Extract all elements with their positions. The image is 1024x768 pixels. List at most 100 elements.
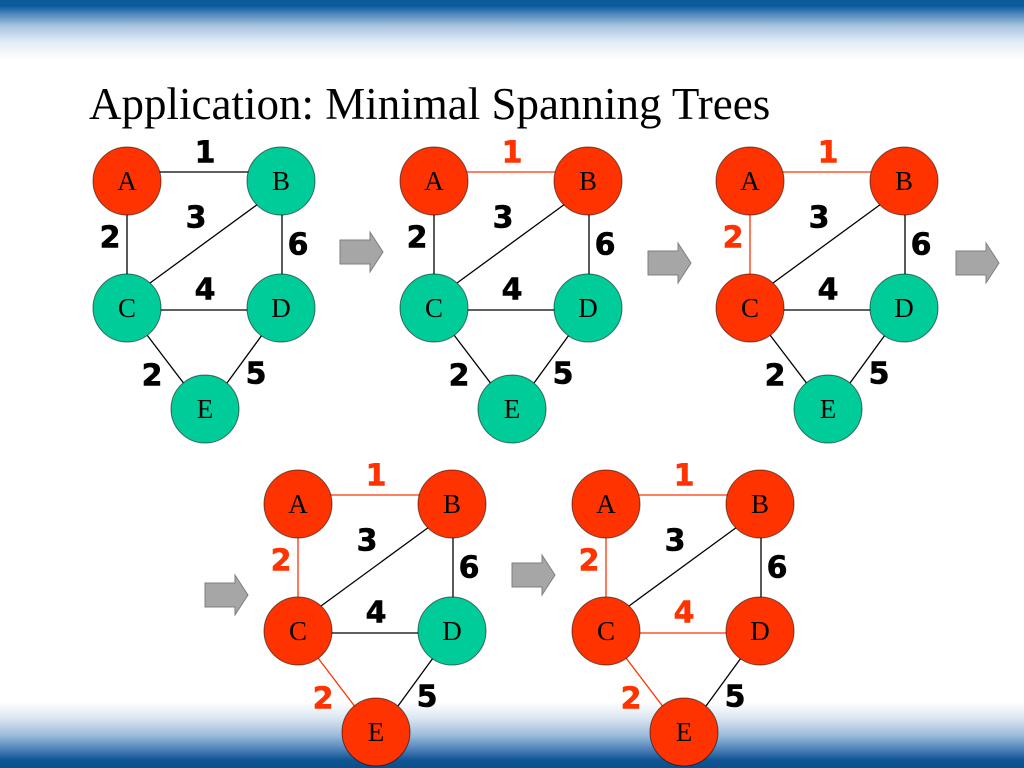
mst-step-4: A B C D E 1 2 3 6 4 2 5: [263, 458, 487, 767]
edge-weight-A-B: 1: [195, 136, 216, 171]
edge-weight-C-B: 3: [809, 201, 830, 236]
edge-weight-C-D: 4: [366, 596, 387, 631]
node-C: C: [263, 596, 333, 666]
node-C: C: [92, 273, 162, 343]
edge-weight-B-D: 6: [595, 228, 616, 263]
edge-weight-D-E: 5: [553, 357, 574, 392]
node-label: C: [118, 293, 136, 323]
node-label: C: [425, 293, 443, 323]
node-circle: [170, 374, 240, 444]
edge-C-E: [317, 657, 357, 709]
edge-weight-B-D: 6: [459, 551, 480, 586]
node-circle: [793, 374, 863, 444]
node-circle: [553, 146, 623, 216]
node-label: A: [424, 166, 444, 196]
node-label: A: [740, 166, 760, 196]
node-A: A: [92, 146, 162, 216]
node-label: C: [289, 616, 307, 646]
edge-D-E: [849, 334, 886, 384]
node-circle: [92, 273, 162, 343]
edge-weight-A-C: 2: [579, 544, 600, 579]
arrow-right-icon: [647, 241, 692, 285]
node-circle: [246, 273, 316, 343]
nodes: A B C DE: [715, 146, 939, 444]
edge-C-E: [146, 334, 186, 386]
edge-weight-A-C: 2: [723, 221, 744, 256]
node-D: D: [869, 273, 939, 343]
nodes: A B C D E: [399, 146, 623, 444]
node-label: B: [272, 166, 290, 196]
node-label: A: [596, 489, 616, 519]
edge-weight-B-D: 6: [288, 228, 309, 263]
edge-weight-C-E: 2: [765, 359, 786, 394]
node-A: A: [263, 469, 333, 539]
node-D: D: [725, 596, 795, 666]
node-circle: [725, 596, 795, 666]
arrow-right-icon: [511, 553, 556, 597]
edge-weight-D-E: 5: [869, 357, 890, 392]
edge-weight-C-E: 2: [449, 359, 470, 394]
node-circle: [263, 469, 333, 539]
edge-weight-A-B: 1: [818, 136, 839, 171]
edge-weight-B-D: 6: [767, 551, 788, 586]
node-E: E: [793, 374, 863, 444]
node-circle: [869, 273, 939, 343]
node-label: E: [368, 717, 385, 747]
node-B: B: [869, 146, 939, 216]
edge-weight-C-E: 2: [313, 682, 334, 717]
node-label: B: [895, 166, 913, 196]
node-circle: [477, 374, 547, 444]
edge-weight-A-C: 2: [271, 544, 292, 579]
edge-weight-C-B: 3: [357, 524, 378, 559]
node-C: C: [571, 596, 641, 666]
node-circle: [553, 273, 623, 343]
arrow-right-icon: [339, 230, 384, 274]
node-circle: [869, 146, 939, 216]
edge-D-E: [533, 334, 570, 384]
node-circle: [263, 596, 333, 666]
arrow-right-icon: [955, 241, 1000, 285]
node-label: B: [751, 489, 769, 519]
edge-weight-A-B: 1: [502, 136, 523, 171]
nodes: A B C DE: [571, 469, 795, 767]
node-circle: [92, 146, 162, 216]
edge-C-B: [320, 526, 430, 607]
edge-weight-C-B: 3: [493, 201, 514, 236]
node-label: B: [443, 489, 461, 519]
node-circle: [649, 697, 719, 767]
node-C: C: [715, 273, 785, 343]
node-A: A: [399, 146, 469, 216]
edge-weight-D-E: 5: [725, 680, 746, 715]
edge-weight-D-E: 5: [417, 680, 438, 715]
edge-weight-A-C: 2: [100, 221, 121, 256]
edge-weight-A-B: 1: [366, 459, 387, 494]
node-A: A: [715, 146, 785, 216]
edge-weight-C-D: 4: [195, 273, 216, 308]
slide-title: Application: Minimal Spanning Trees: [89, 79, 771, 129]
node-D: D: [417, 596, 487, 666]
node-E: E: [649, 697, 719, 767]
node-circle: [571, 596, 641, 666]
edge-C-B: [149, 203, 259, 284]
edge-weight-B-D: 6: [911, 228, 932, 263]
node-B: B: [246, 146, 316, 216]
node-circle: [571, 469, 641, 539]
edge-D-E: [226, 334, 263, 384]
node-label: B: [579, 166, 597, 196]
node-B: B: [417, 469, 487, 539]
node-label: D: [578, 293, 598, 323]
node-label: E: [504, 394, 521, 424]
edge-C-B: [772, 203, 882, 284]
edge-C-B: [628, 526, 738, 607]
node-label: A: [117, 166, 137, 196]
